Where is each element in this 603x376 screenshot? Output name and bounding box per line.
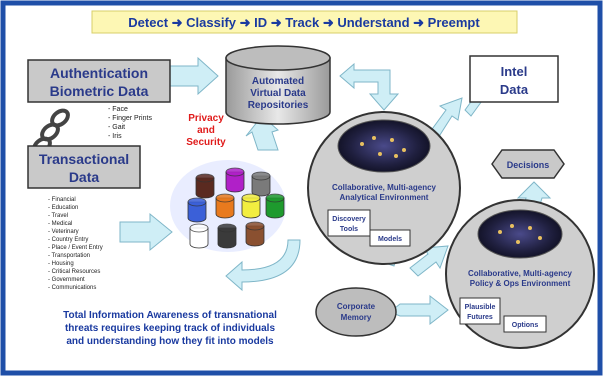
transaction-item: - Financial [48,197,76,203]
discovery-label: Discovery [332,216,366,223]
biometric-list: - Face - Finger Prints - Gait - Iris [108,106,152,140]
transaction-item: - Place / Event Entry [48,245,103,251]
models-box [369,229,411,247]
discovery-tools-box [327,209,371,237]
data-cylinder [215,193,235,219]
transaction-item: - Transportation [48,253,90,259]
arrow-auth-to-repo [169,56,219,96]
data-cylinder [245,221,265,247]
privacy-line2: and [197,125,215,136]
data-cylinder [225,167,245,193]
transaction-item: - Medical [48,221,72,227]
policy-image-lights [498,224,542,244]
repositories-cylinder [225,45,331,125]
analytical-line2: Analytical Environment [340,193,429,202]
privacy-line3: Security [186,137,226,148]
analytical-image-lights [360,136,406,158]
repositories-line2: Virtual Data [250,88,306,99]
data-cylinder [187,197,207,223]
intel-data-box [469,55,559,103]
tools-label: Tools [340,226,358,233]
options-label: Options [512,322,539,329]
intel-data-label: Data [500,82,529,97]
biometric-item: - Gait [108,124,125,131]
caption-line3: and understanding how they fit into mode… [66,336,274,347]
transaction-item: - Travel [48,213,68,219]
authentication-box [27,59,171,103]
decisions-label: Decisions [507,160,550,170]
decisions-hexagon [491,149,565,179]
transactional-data-label: Data [69,169,100,185]
policy-line2: Policy & Ops Environment [470,279,571,288]
biometric-item: - Finger Prints [108,115,152,122]
intel-label: Intel [501,64,528,79]
authentication-label: Authentication [50,65,148,81]
corporate-memory-ellipse [315,287,397,337]
plausible-futures-box [459,297,501,325]
caption-line1: Total Information Awareness of transnati… [63,310,277,321]
data-cylinder [217,223,237,249]
transaction-item: - Education [48,205,78,211]
analytical-line1: Collaborative, Multi-agency [332,183,437,192]
transaction-item: - Housing [48,261,74,267]
transaction-item: - Communications [48,285,96,291]
data-cylinder [265,193,285,219]
arrow-analytics-to-intel [429,97,463,139]
biometric-label: Biometric Data [50,83,149,99]
transaction-list: - Financial - Education - Travel - Medic… [48,197,103,291]
caption-line2: threats requires keeping track of indivi… [65,323,276,334]
options-box [503,315,547,333]
transactional-box [27,145,141,189]
transactional-label: Transactional [39,151,129,167]
data-cylinder [195,173,215,199]
data-cylinder-cluster [170,160,286,252]
data-cylinder [241,193,261,219]
arrow-to-policy [409,245,449,277]
biometric-item: - Face [108,106,128,113]
policy-image [477,209,563,259]
return-arrow [225,239,301,292]
memory-line2: Memory [341,313,372,322]
transaction-item: - Veterinary [48,229,79,235]
policy-line1: Collaborative, Multi-agency [468,269,573,278]
repositories-line1: Automated [252,76,304,87]
arrow-trans-to-data [119,212,173,252]
data-cylinder [251,171,271,197]
process-banner [91,10,518,34]
memory-line1: Corporate [337,302,376,311]
banner-text: Detect ➜ Classify ➜ ID ➜ Track ➜ Underst… [128,15,480,30]
arrow-repo-to-analytics [339,62,400,111]
privacy-line1: Privacy [188,113,224,124]
transaction-item: - Government [48,277,85,283]
repositories-line3: Repositories [248,100,309,111]
models-label: Models [378,236,402,243]
analytical-image [337,119,431,173]
arrow-memory-to-policy [389,294,449,326]
futures-label: Futures [467,314,493,321]
plausible-label: Plausible [465,304,496,311]
biometric-item: - Iris [108,133,122,140]
transaction-item: - Critical Resources [48,269,100,275]
transaction-item: - Country Entry [48,237,88,243]
data-cylinder [189,223,209,249]
